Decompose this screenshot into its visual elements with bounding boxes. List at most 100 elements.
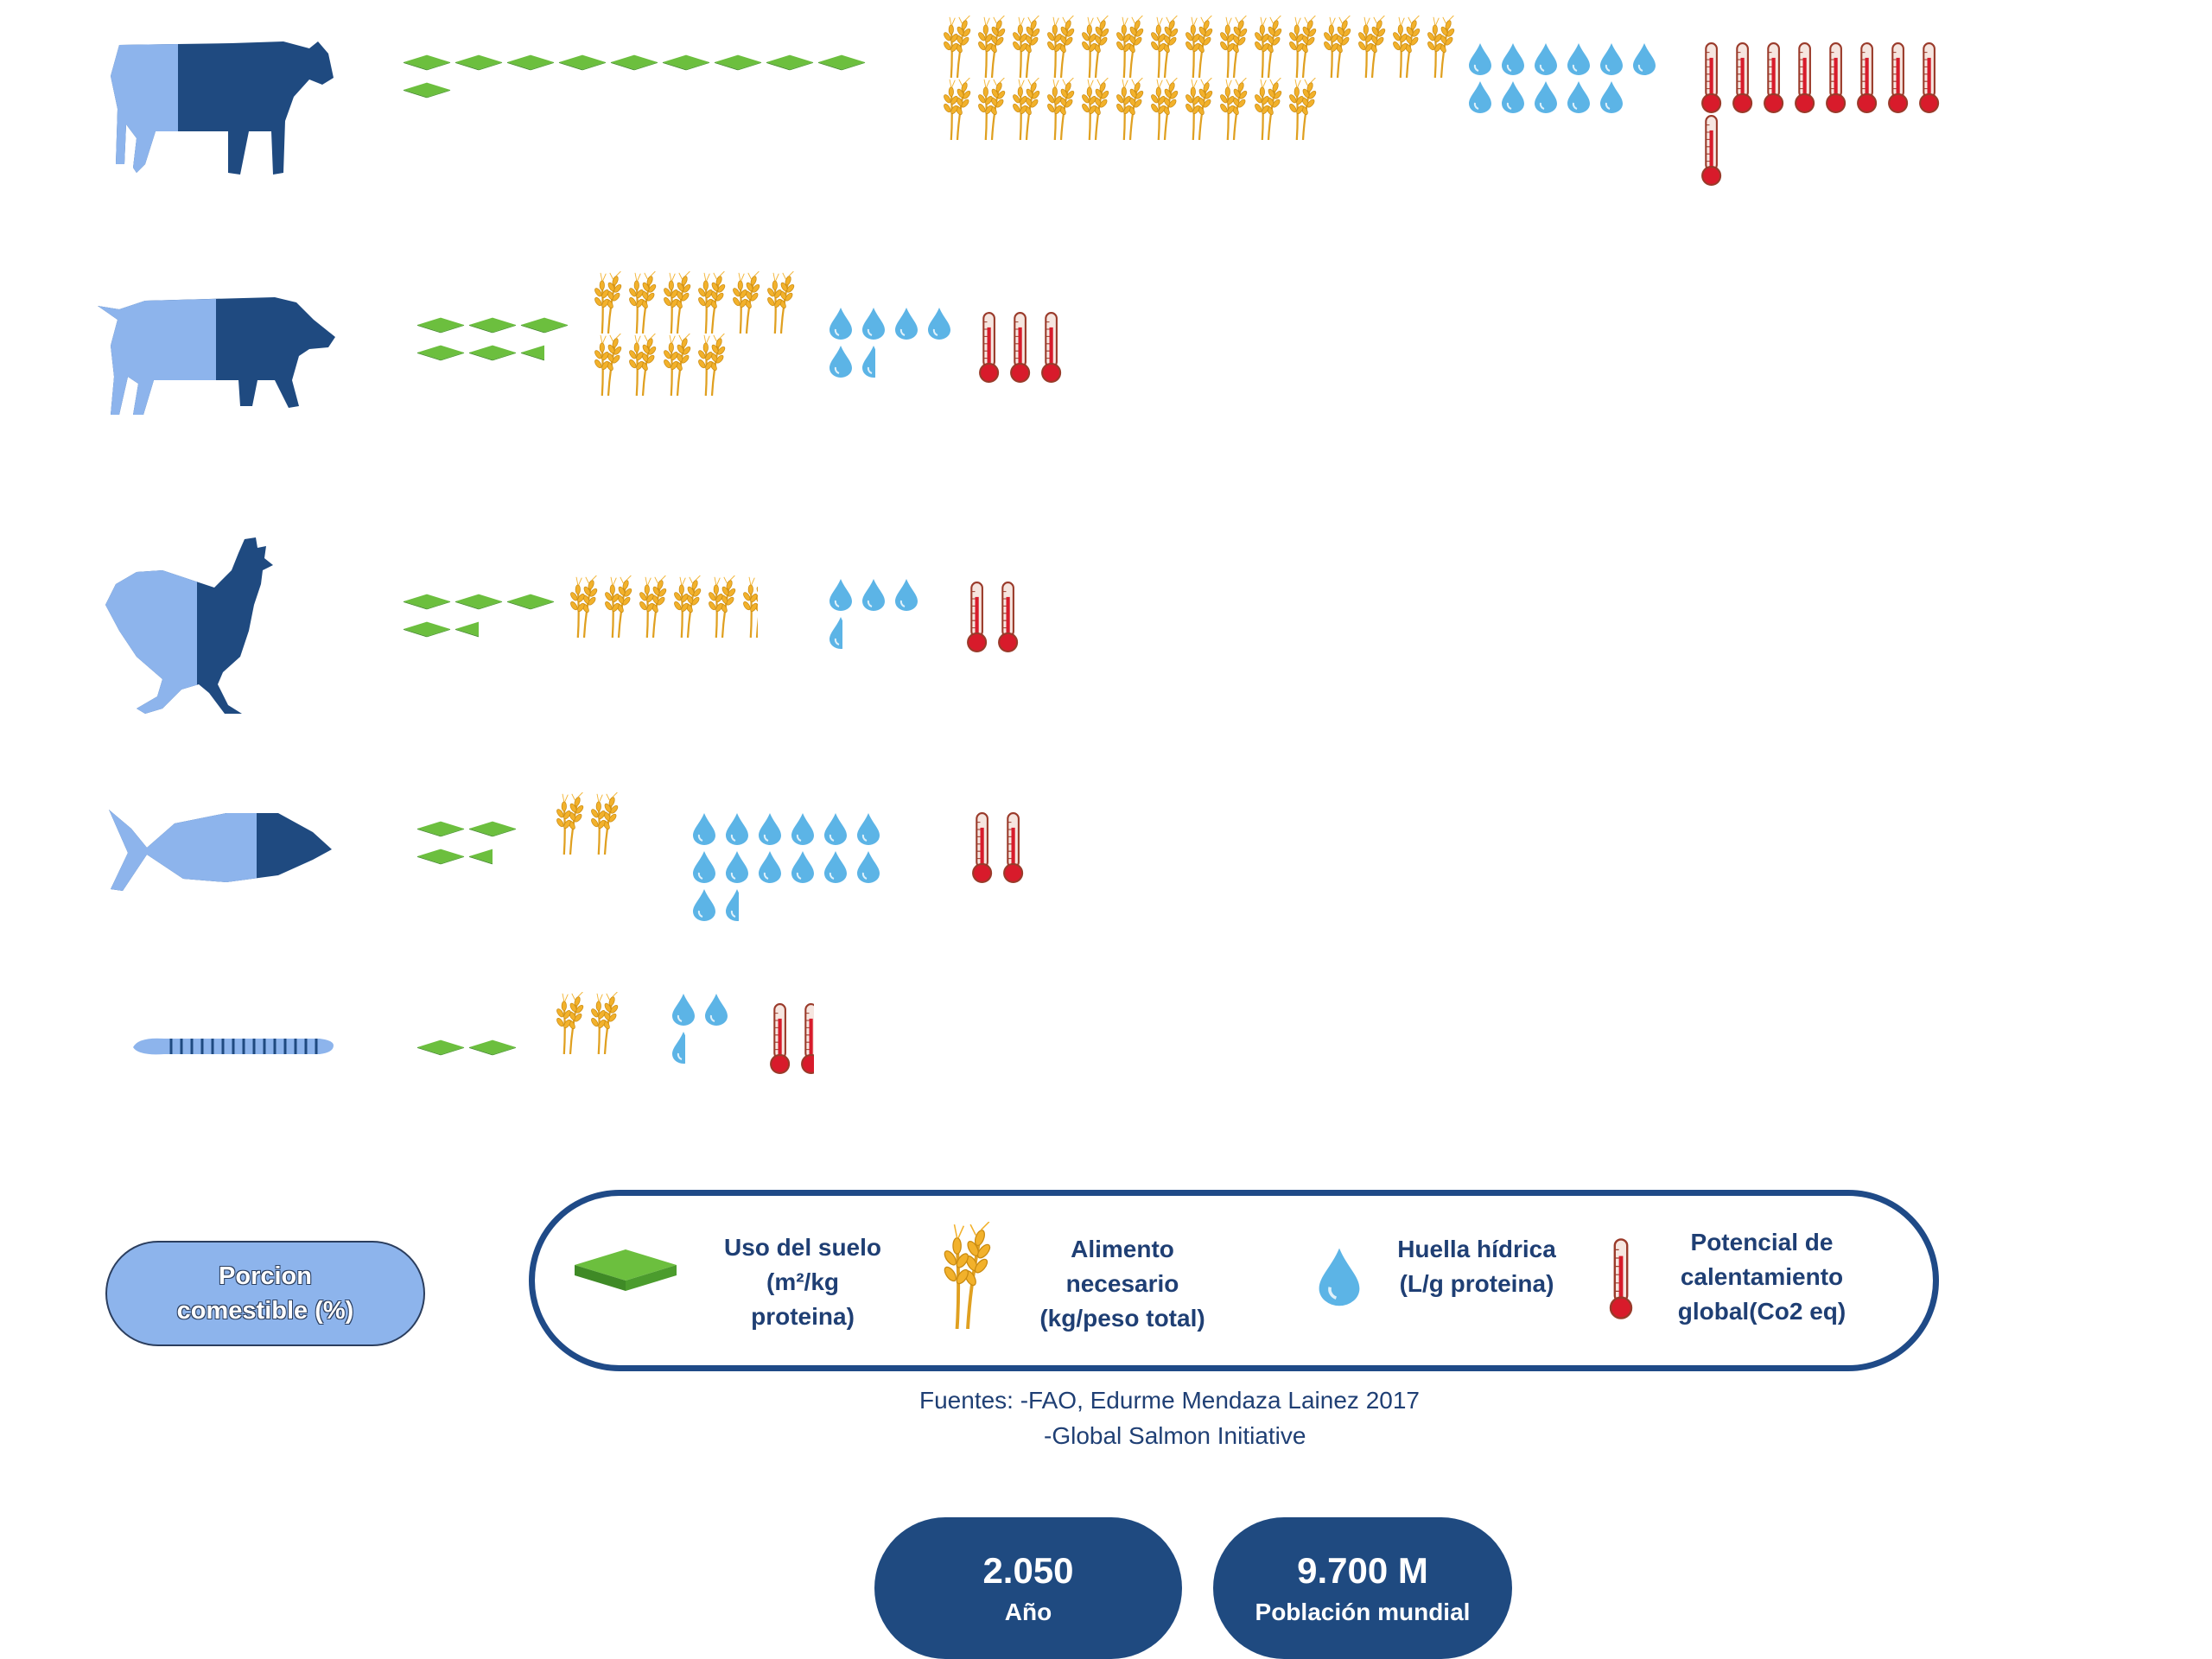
wheat-unit bbox=[1046, 16, 1077, 78]
thermo-unit bbox=[1826, 42, 1847, 113]
water-drop-icon bbox=[1316, 1243, 1363, 1310]
cow-icon bbox=[111, 41, 334, 175]
wheat-unit bbox=[1080, 16, 1111, 78]
co2-icons bbox=[769, 1002, 847, 1075]
land-icons bbox=[403, 593, 567, 648]
water-unit bbox=[1468, 80, 1492, 114]
legend-land-line1: Uso del suelo bbox=[723, 1234, 882, 1261]
land-unit bbox=[468, 821, 517, 837]
row-mealworm bbox=[0, 985, 2212, 1097]
wheat-unit bbox=[1357, 16, 1388, 78]
wheat-unit bbox=[1287, 16, 1319, 78]
land-unit bbox=[610, 54, 658, 71]
thermo-unit bbox=[1764, 42, 1784, 113]
row-fish bbox=[0, 792, 2212, 922]
row-chicken bbox=[0, 536, 2212, 726]
stat-population-value: 9.700 M bbox=[1297, 1550, 1428, 1591]
thermo-unit bbox=[1010, 312, 1031, 383]
co2-icons bbox=[978, 311, 1099, 384]
water-unit bbox=[829, 616, 842, 650]
feed-icons bbox=[593, 271, 817, 396]
thermo-unit bbox=[1041, 312, 1062, 383]
land-unit bbox=[520, 345, 544, 361]
land-icons bbox=[403, 54, 912, 109]
feed-icons bbox=[555, 992, 676, 1054]
land-unit bbox=[416, 317, 465, 334]
land-unit bbox=[403, 621, 451, 638]
wheat-unit bbox=[1080, 78, 1111, 140]
water-unit bbox=[1534, 80, 1558, 114]
legend-water-text: Huella hídrica (L/g proteina) bbox=[1373, 1232, 1580, 1301]
edible-portion-legend: Porcion comestible (%) bbox=[105, 1241, 425, 1346]
wheat-unit bbox=[766, 271, 797, 334]
water-unit bbox=[725, 850, 749, 884]
legend-water-line1: Huella hídrica bbox=[1397, 1236, 1556, 1262]
land-unit bbox=[506, 54, 555, 71]
water-icons bbox=[828, 577, 931, 653]
water-unit bbox=[861, 578, 886, 612]
wheat-unit bbox=[672, 575, 703, 638]
water-unit bbox=[1468, 42, 1492, 76]
wheat-icon bbox=[941, 1222, 995, 1329]
land-unit bbox=[506, 594, 555, 610]
water-unit bbox=[1501, 42, 1525, 76]
co2-icons bbox=[966, 581, 1052, 653]
stat-year: 2.050 Año bbox=[874, 1517, 1182, 1659]
thermo-unit bbox=[801, 1003, 814, 1074]
land-unit bbox=[468, 1039, 517, 1056]
water-unit bbox=[758, 812, 782, 846]
wheat-unit bbox=[1184, 16, 1215, 78]
land-unit bbox=[454, 594, 503, 610]
water-unit bbox=[856, 850, 880, 884]
water-unit bbox=[791, 850, 815, 884]
chicken-icon bbox=[105, 537, 273, 714]
wheat-unit bbox=[1253, 16, 1284, 78]
water-unit bbox=[856, 812, 880, 846]
water-unit bbox=[758, 850, 782, 884]
thermo-unit bbox=[1919, 42, 1940, 113]
wheat-unit bbox=[1218, 16, 1249, 78]
wheat-unit bbox=[593, 334, 624, 396]
wheat-unit bbox=[593, 271, 624, 334]
land-unit bbox=[520, 317, 569, 334]
water-unit bbox=[1567, 80, 1591, 114]
wheat-unit bbox=[589, 792, 620, 855]
water-icons bbox=[828, 306, 966, 382]
land-unit bbox=[714, 54, 762, 71]
wheat-unit bbox=[662, 271, 693, 334]
legend-co2-line2: calentamiento bbox=[1680, 1263, 1844, 1290]
stat-population-label: Población mundial bbox=[1255, 1599, 1471, 1625]
land-unit bbox=[454, 54, 503, 71]
wheat-unit bbox=[976, 78, 1007, 140]
wheat-unit bbox=[627, 334, 658, 396]
wheat-unit bbox=[1149, 16, 1180, 78]
water-icons bbox=[671, 992, 740, 1068]
water-unit bbox=[927, 307, 951, 340]
thermometer-icon bbox=[1608, 1237, 1634, 1320]
thermo-unit bbox=[770, 1003, 791, 1074]
water-unit bbox=[1501, 80, 1525, 114]
stat-year-value: 2.050 bbox=[982, 1550, 1074, 1591]
wheat-unit bbox=[1426, 16, 1457, 78]
legend-land-line2: (m²/kg bbox=[766, 1268, 839, 1295]
row-cow bbox=[0, 16, 2212, 186]
water-unit bbox=[861, 345, 875, 378]
water-unit bbox=[894, 578, 918, 612]
water-unit bbox=[823, 812, 848, 846]
land-unit bbox=[454, 621, 479, 638]
wheat-unit bbox=[1184, 78, 1215, 140]
water-unit bbox=[725, 812, 749, 846]
land-unit bbox=[662, 54, 710, 71]
legend-feed-line2: necesario bbox=[1065, 1270, 1179, 1297]
wheat-unit bbox=[589, 992, 620, 1054]
wheat-unit bbox=[731, 271, 762, 334]
edible-portion-label: Porcion comestible (%) bbox=[176, 1262, 354, 1325]
wheat-unit bbox=[696, 271, 728, 334]
thermo-unit bbox=[1857, 42, 1878, 113]
wheat-unit bbox=[741, 575, 758, 638]
thermo-unit bbox=[967, 582, 988, 652]
land-icons bbox=[416, 1039, 537, 1066]
wheat-unit bbox=[1287, 78, 1319, 140]
water-unit bbox=[725, 888, 739, 922]
legend-feed-line3: (kg/peso total) bbox=[1039, 1305, 1205, 1332]
